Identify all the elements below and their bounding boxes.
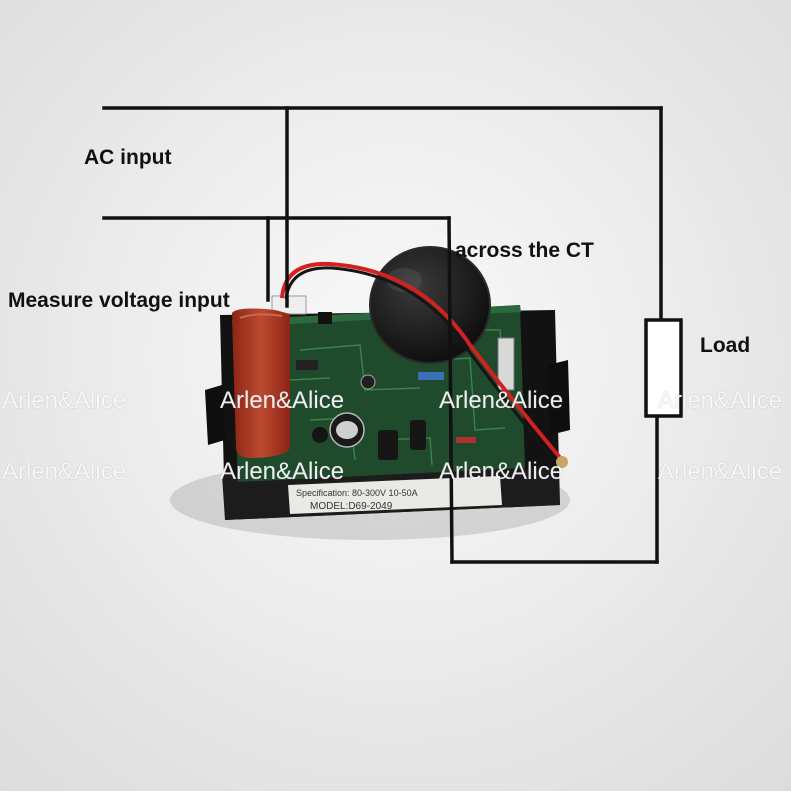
watermark: Arlen&Alice bbox=[439, 458, 564, 485]
watermark: Arlen&Alice bbox=[2, 458, 127, 485]
diode bbox=[456, 437, 476, 443]
load-resistor-symbol bbox=[644, 318, 683, 418]
watermark: Arlen&Alice bbox=[220, 387, 345, 414]
wire-tip bbox=[556, 456, 568, 468]
film-capacitor bbox=[232, 308, 290, 458]
watermark: Arlen&Alice bbox=[658, 458, 783, 485]
electrolytic-capacitor-small bbox=[360, 374, 376, 390]
inductor-2 bbox=[410, 420, 426, 450]
capacitor-top bbox=[336, 421, 358, 439]
ct-pass-through-line bbox=[447, 216, 454, 564]
label-measure-voltage-input: Measure voltage input bbox=[8, 289, 230, 312]
watermark: Arlen&Alice bbox=[2, 387, 127, 414]
resistor bbox=[418, 372, 444, 380]
voltage-lead-wires bbox=[280, 261, 568, 468]
transistor bbox=[318, 312, 332, 324]
watermark: Arlen&Alice bbox=[439, 387, 564, 414]
label-across-ct: across the CT bbox=[455, 239, 594, 262]
inductor bbox=[378, 430, 398, 460]
capacitor-small-2 bbox=[312, 427, 328, 443]
smd-chip bbox=[296, 360, 318, 370]
label-ac-input: AC input bbox=[84, 146, 172, 169]
label-load: Load bbox=[700, 334, 751, 357]
sticker-model-text: MODEL:D69-2049 bbox=[310, 501, 393, 512]
spec-sticker: Specification: 80-300V 10-50A MODEL:D69-… bbox=[288, 476, 502, 514]
wiring-lines bbox=[102, 106, 663, 564]
watermark: Arlen&Alice bbox=[658, 387, 783, 414]
sticker-spec-text: Specification: 80-300V 10-50A bbox=[296, 488, 418, 498]
watermark: Arlen&Alice bbox=[220, 458, 345, 485]
